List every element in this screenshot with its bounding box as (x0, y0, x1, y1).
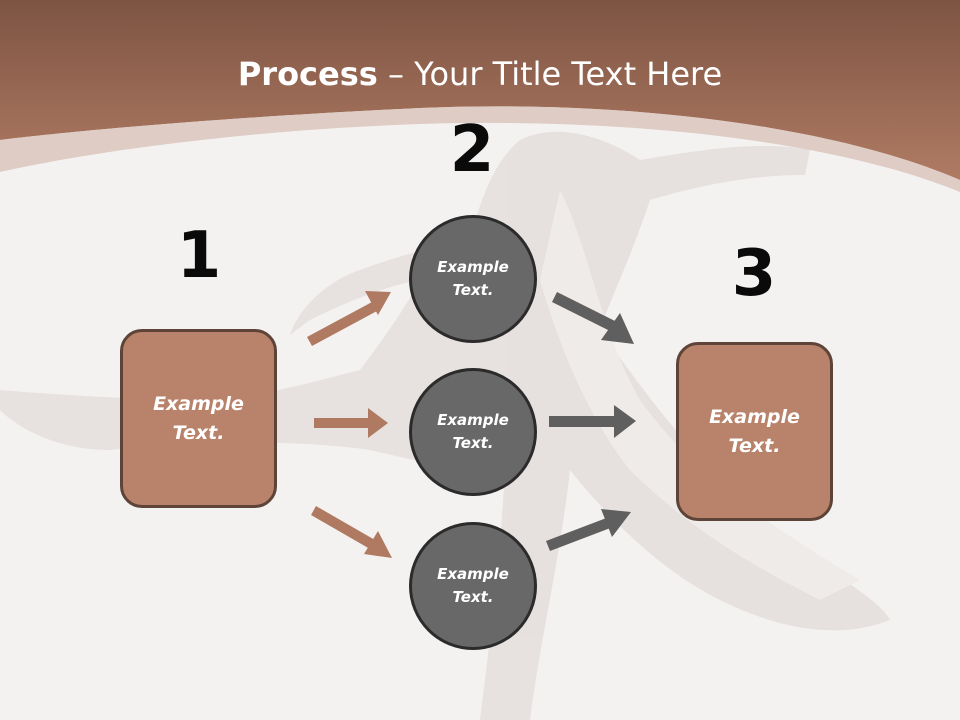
step-3-text-line1: Example (709, 405, 800, 428)
circle-top-text-line2: Text. (452, 281, 494, 299)
arrow-mid-to-right-head (614, 405, 636, 438)
step-3-box[interactable]: Example Text. (676, 342, 833, 521)
arrow-left-to-top-body (307, 302, 377, 346)
arrow-left-to-bottom-head (364, 531, 392, 558)
circle-middle-text-line1: Example (437, 411, 509, 429)
step-2-circle-middle[interactable]: Example Text. (409, 368, 537, 496)
header-swoosh (0, 106, 960, 192)
circle-middle-text-line2: Text. (452, 434, 494, 452)
arrow-mid-to-right-body (549, 416, 614, 427)
arrow-bottom-to-right-body (546, 517, 613, 551)
step-2-circle-top[interactable]: Example Text. (409, 215, 537, 343)
arrow-left-to-top-head (365, 291, 391, 315)
step-1-text-line1: Example (153, 392, 244, 415)
circle-bottom-text-line2: Text. (452, 588, 494, 606)
title-bold: Process (237, 55, 378, 93)
circle-top-text-line1: Example (437, 258, 509, 276)
header-band (0, 0, 960, 180)
step-number-3: 3 (731, 237, 777, 311)
step-3-text-line2: Text. (728, 434, 781, 457)
title-rest: – Your Title Text Here (377, 55, 723, 93)
arrow-left-to-mid-body (314, 418, 368, 428)
step-1-box[interactable]: Example Text. (120, 329, 277, 508)
arrow-top-to-right-body (552, 292, 617, 332)
arrow-left-to-mid-head (368, 408, 388, 438)
slide-title: Process – Your Title Text Here (0, 52, 960, 96)
step-1-text-line2: Text. (172, 421, 225, 444)
arrow-left-to-bottom-body (311, 506, 375, 549)
arrow-bottom-to-right-head (601, 509, 631, 537)
step-number-2: 2 (449, 113, 495, 187)
step-2-circle-bottom[interactable]: Example Text. (409, 522, 537, 650)
circle-bottom-text-line1: Example (437, 565, 509, 583)
arrow-top-to-right-head (601, 313, 634, 344)
step-number-1: 1 (176, 219, 222, 293)
